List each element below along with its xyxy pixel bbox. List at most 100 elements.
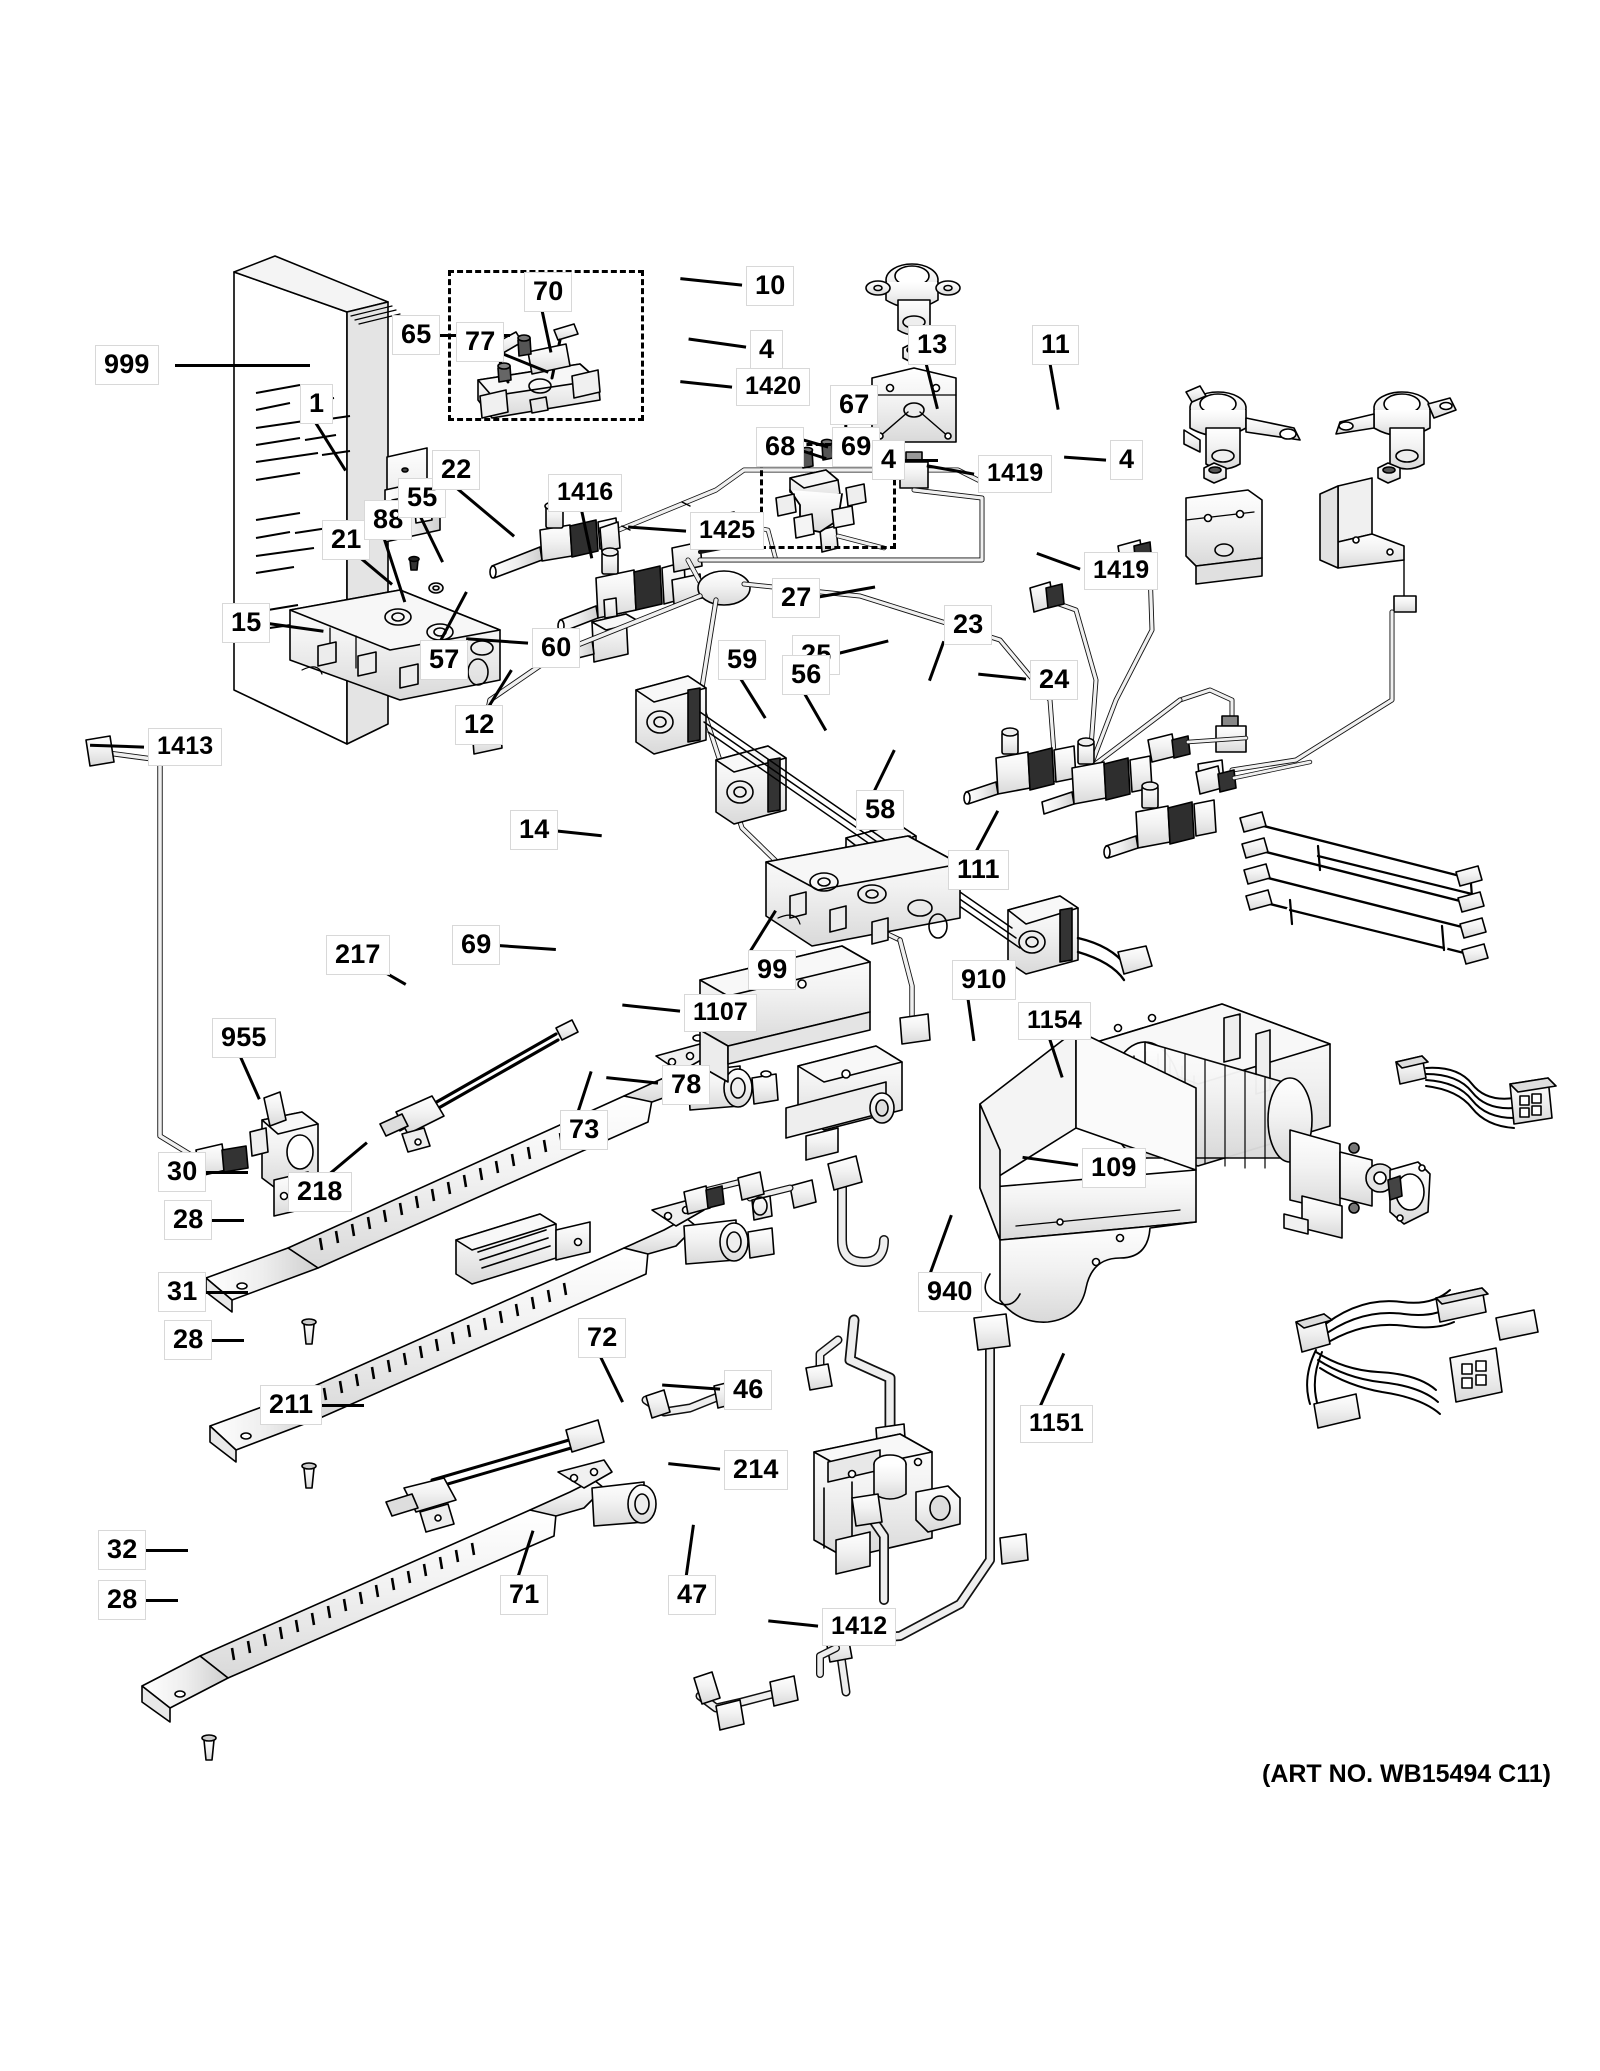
part-56-valve — [1041, 737, 1153, 815]
leader-line-31 — [196, 1291, 248, 1294]
callout-1412[interactable]: 1412 — [822, 1608, 897, 1646]
callout-11[interactable]: 11 — [1032, 325, 1079, 365]
callout-28[interactable]: 28 — [164, 1320, 213, 1360]
callout-1151[interactable]: 1151 — [1020, 1405, 1094, 1443]
callout-955[interactable]: 955 — [212, 1018, 276, 1058]
callout-940[interactable]: 940 — [918, 1272, 982, 1312]
part-28-screw-a — [301, 1318, 317, 1345]
callout-999[interactable]: 999 — [95, 345, 159, 385]
callout-22[interactable]: 22 — [432, 450, 481, 490]
part-58-valve — [1103, 781, 1217, 859]
callout-71[interactable]: 71 — [500, 1575, 549, 1615]
callout-78[interactable]: 78 — [662, 1065, 711, 1105]
part-1412-tube — [839, 1313, 1029, 1645]
callout-1419[interactable]: 1419 — [1084, 552, 1159, 590]
callout-4[interactable]: 4 — [750, 330, 784, 370]
callout-1416[interactable]: 1416 — [548, 474, 623, 512]
part-88-washer — [428, 582, 444, 594]
part-65-burner-base — [477, 323, 601, 419]
part-55-valve — [489, 501, 619, 579]
leader-line-28 — [136, 1599, 178, 1602]
callout-31[interactable]: 31 — [158, 1272, 207, 1312]
callout-13[interactable]: 13 — [908, 325, 957, 365]
callout-1425[interactable]: 1425 — [690, 512, 765, 550]
dashed-group-67 — [760, 443, 896, 549]
part-59-valve — [963, 727, 1077, 805]
callout-1420[interactable]: 1420 — [736, 368, 811, 406]
callout-60[interactable]: 60 — [532, 628, 581, 668]
callout-1154[interactable]: 1154 — [1018, 1002, 1092, 1040]
callout-68[interactable]: 68 — [756, 427, 805, 467]
leader-line-211 — [308, 1404, 364, 1407]
callout-1107[interactable]: 1107 — [684, 994, 758, 1032]
callout-32[interactable]: 32 — [98, 1530, 147, 1570]
callout-72[interactable]: 72 — [578, 1318, 627, 1358]
leader-line-32 — [136, 1549, 188, 1552]
part-1419-shield-a — [1185, 489, 1263, 585]
part-1154-harness — [1395, 1055, 1557, 1129]
callout-47[interactable]: 47 — [668, 1575, 717, 1615]
leader-line-4 — [900, 459, 938, 462]
callout-27[interactable]: 27 — [772, 578, 821, 618]
part-1425-tube — [697, 487, 985, 563]
part-1107-regulator — [785, 1045, 903, 1161]
callout-1[interactable]: 1 — [300, 384, 334, 424]
part-28-screw-c — [201, 1734, 217, 1761]
callout-70[interactable]: 70 — [524, 272, 573, 312]
callout-211[interactable]: 211 — [260, 1385, 323, 1425]
part-67-igniter-bracket — [775, 438, 867, 539]
callout-56[interactable]: 56 — [782, 655, 831, 695]
callout-65[interactable]: 65 — [392, 315, 441, 355]
part-11-burner — [1335, 391, 1457, 470]
callout-77[interactable]: 77 — [456, 322, 505, 362]
part-218-igniter — [455, 1213, 591, 1285]
callout-46[interactable]: 46 — [724, 1370, 773, 1410]
callout-1419[interactable]: 1419 — [978, 455, 1053, 493]
callout-28[interactable]: 28 — [164, 1200, 213, 1240]
part-4-nut-c — [1377, 462, 1401, 484]
callout-73[interactable]: 73 — [560, 1110, 609, 1150]
callout-99[interactable]: 99 — [748, 950, 797, 990]
callout-15[interactable]: 15 — [222, 603, 271, 643]
part-73-tube — [683, 1171, 773, 1221]
part-1151-harness — [1295, 1287, 1539, 1429]
callout-4[interactable]: 4 — [1110, 440, 1144, 480]
callout-69[interactable]: 69 — [452, 925, 501, 965]
part-1413-tube — [85, 735, 249, 1177]
callout-30[interactable]: 30 — [158, 1152, 207, 1192]
callout-109[interactable]: 109 — [1082, 1148, 1146, 1188]
callout-4[interactable]: 4 — [872, 440, 906, 480]
part-21-screw — [408, 555, 420, 571]
callout-14[interactable]: 14 — [510, 810, 559, 850]
part-109-bracket — [1387, 1161, 1431, 1225]
callout-214[interactable]: 214 — [724, 1450, 788, 1490]
part-99-tube — [897, 937, 931, 1045]
leader-line-28 — [202, 1219, 244, 1222]
callout-28[interactable]: 28 — [98, 1580, 147, 1620]
part-32-burner — [141, 1459, 657, 1723]
part-111-harness — [1239, 811, 1489, 965]
part-217-electrode — [379, 1019, 579, 1153]
part-14-manifold — [765, 835, 961, 947]
callout-24[interactable]: 24 — [1030, 660, 1079, 700]
callout-59[interactable]: 59 — [718, 640, 767, 680]
callout-910[interactable]: 910 — [952, 960, 1016, 1000]
leader-line-28 — [202, 1339, 244, 1342]
part-15-burner-box — [289, 589, 501, 701]
callout-1413[interactable]: 1413 — [148, 728, 223, 766]
callout-217[interactable]: 217 — [326, 935, 390, 975]
callout-218[interactable]: 218 — [288, 1172, 352, 1212]
callout-67[interactable]: 67 — [830, 385, 879, 425]
callout-111[interactable]: 111 — [948, 850, 1009, 890]
part-211-electrode — [385, 1419, 605, 1533]
callout-23[interactable]: 23 — [944, 605, 993, 645]
callout-10[interactable]: 10 — [746, 266, 795, 306]
callout-58[interactable]: 58 — [856, 790, 905, 830]
callout-57[interactable]: 57 — [420, 640, 469, 680]
part-4-nut-b — [1203, 462, 1227, 484]
callout-21[interactable]: 21 — [322, 520, 371, 560]
callout-12[interactable]: 12 — [455, 705, 504, 745]
part-13-burner — [1183, 385, 1301, 470]
